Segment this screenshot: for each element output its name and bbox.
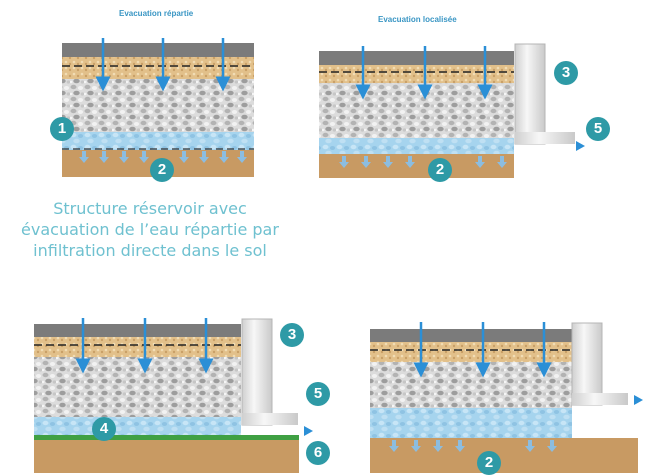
badge-1: 1 xyxy=(50,117,74,141)
caption-line: infiltration directe dans le sol xyxy=(33,241,267,260)
asphalt-layer xyxy=(62,43,254,57)
title-distributed: Evacuation répartie xyxy=(119,9,194,18)
outflow-arrowhead xyxy=(634,395,643,405)
asphalt-layer xyxy=(34,324,241,337)
water-layer xyxy=(370,408,572,438)
badge-5: 5 xyxy=(306,382,330,406)
wall-footing xyxy=(515,132,575,144)
infiltration-arrows xyxy=(79,151,247,163)
infiltration-arrow xyxy=(497,156,507,168)
infiltration-arrows xyxy=(389,440,557,452)
wall xyxy=(571,322,603,406)
gravel-layer xyxy=(34,357,241,417)
bedding-layer xyxy=(62,57,254,79)
infiltration-arrow xyxy=(455,440,465,452)
rain-arrows xyxy=(75,318,214,374)
badge-4: 4 xyxy=(92,417,116,441)
caption-line: Structure réservoir avec xyxy=(53,199,247,218)
bedding-layer xyxy=(34,337,241,357)
outflow-arrowhead xyxy=(304,426,313,436)
diagram-localized xyxy=(319,43,585,178)
caption-line: évacuation de l’eau répartie par xyxy=(21,220,279,239)
asphalt-layer xyxy=(370,329,572,342)
badge-3: 3 xyxy=(280,323,304,347)
bedding-layer xyxy=(370,342,572,362)
badge-5: 5 xyxy=(586,117,610,141)
gravel-layer xyxy=(62,79,254,132)
rain-arrows xyxy=(95,38,231,92)
rain-arrows xyxy=(413,322,552,378)
infiltration-arrow xyxy=(411,440,421,452)
badge-2: 2 xyxy=(428,158,452,182)
badge-2: 2 xyxy=(477,451,501,475)
soil-layer xyxy=(370,438,638,473)
rain-arrows xyxy=(355,46,493,100)
infiltration-arrow xyxy=(547,440,557,452)
asphalt-layer xyxy=(319,51,514,65)
infiltration-arrow xyxy=(119,151,129,163)
badge-2: 2 xyxy=(150,158,174,182)
wall xyxy=(241,318,273,426)
diagram-distributed xyxy=(62,38,254,177)
infiltration-arrow xyxy=(405,156,415,168)
infiltration-arrow xyxy=(339,156,349,168)
infiltration-arrow xyxy=(383,156,393,168)
infiltration-arrow xyxy=(199,151,209,163)
soil-layer xyxy=(34,440,299,473)
infiltration-arrow xyxy=(525,440,535,452)
caption: Structure réservoir avec évacuation de l… xyxy=(0,198,300,261)
badge-6: 6 xyxy=(306,441,330,465)
diagram-mixed xyxy=(370,322,643,473)
badge-3: 3 xyxy=(554,61,578,85)
title-localized: Evacuation localisée xyxy=(378,15,457,24)
outflow-arrowhead xyxy=(576,141,585,151)
infiltration-arrow xyxy=(219,151,229,163)
infiltration-arrow xyxy=(179,151,189,163)
gravel-layer xyxy=(370,362,572,408)
infiltration-arrow xyxy=(237,151,247,163)
infiltration-arrow xyxy=(79,151,89,163)
water-layer xyxy=(62,132,254,150)
diagram-geomembrane xyxy=(34,318,313,473)
bedding-layer xyxy=(319,65,514,83)
infiltration-arrows xyxy=(339,156,507,168)
soil-layer xyxy=(319,154,514,178)
infiltration-arrow xyxy=(475,156,485,168)
infiltration-arrow xyxy=(361,156,371,168)
wall xyxy=(514,43,546,145)
infiltration-arrow xyxy=(139,151,149,163)
water-layer xyxy=(34,417,241,435)
water-layer xyxy=(319,138,514,154)
infiltration-arrow xyxy=(433,440,443,452)
wall-footing xyxy=(242,413,298,425)
infiltration-arrow xyxy=(99,151,109,163)
infiltration-arrow xyxy=(389,440,399,452)
geomembrane-layer xyxy=(34,435,299,440)
